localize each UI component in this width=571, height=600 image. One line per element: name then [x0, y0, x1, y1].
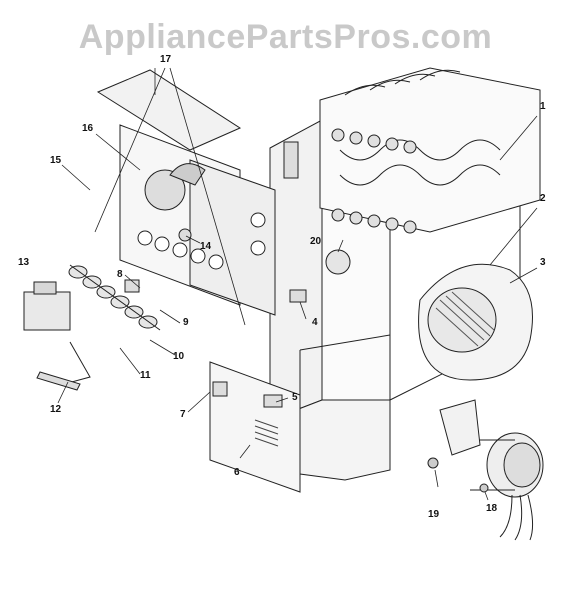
rollout-switch — [178, 228, 192, 242]
callout-10: 10 — [173, 351, 185, 362]
callout-19: 19 — [428, 509, 440, 520]
control-board — [209, 361, 301, 493]
gas-valve — [23, 281, 91, 391]
callout-16: 16 — [82, 123, 94, 134]
top-panel — [96, 69, 242, 151]
callout-5: 5 — [292, 392, 298, 403]
callout-8: 8 — [117, 269, 123, 280]
leader-lines — [57, 67, 538, 501]
burner-row — [68, 264, 161, 331]
callout-17: 17 — [160, 54, 172, 65]
blower-assembly — [418, 263, 533, 381]
callout-1: 1 — [540, 101, 546, 112]
callout-18: 18 — [486, 503, 498, 514]
callout-15: 15 — [50, 155, 62, 166]
callout-13: 13 — [18, 257, 30, 268]
limit-switch — [325, 249, 351, 275]
pressure-switch — [289, 289, 307, 303]
callout-9: 9 — [183, 317, 189, 328]
callout-7: 7 — [180, 409, 186, 420]
callout-2: 2 — [540, 193, 546, 204]
callout-4: 4 — [312, 317, 318, 328]
callout-11: 11 — [140, 370, 151, 381]
callout-3: 3 — [540, 257, 546, 268]
heat-exchanger — [319, 67, 541, 234]
callout-6: 6 — [234, 467, 240, 478]
callout-14: 14 — [200, 241, 212, 252]
inducer-panel — [119, 124, 276, 316]
flame-sensor — [124, 279, 140, 293]
callout-20: 20 — [310, 236, 322, 247]
watermark-logo: AppliancePartsPros.com — [78, 18, 493, 56]
callout-12: 12 — [50, 404, 62, 415]
blower-motor — [427, 399, 544, 541]
